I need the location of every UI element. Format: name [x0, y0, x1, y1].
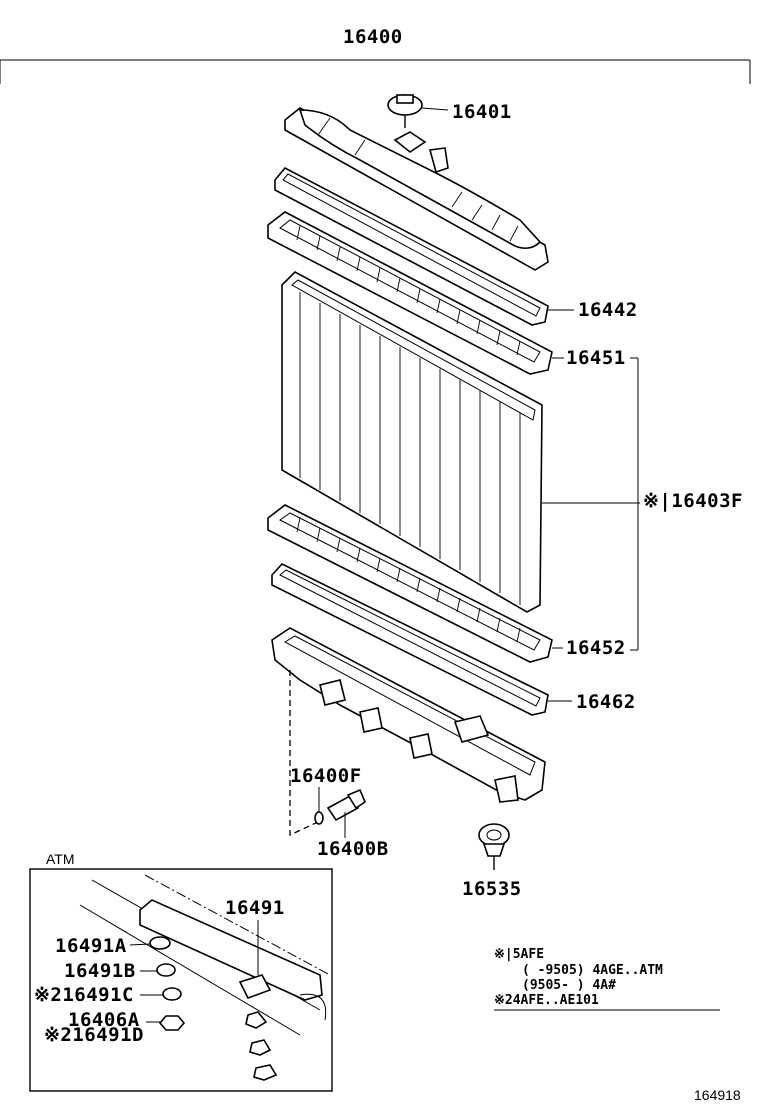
atm-title: ATM — [46, 851, 75, 867]
note-line-1: ※|5AFE — [494, 947, 544, 962]
lower-packing-label: 16462 — [576, 691, 636, 713]
atm-inset-frame — [29, 868, 333, 1092]
cap-leader — [421, 107, 449, 111]
radiator-cap — [387, 94, 423, 128]
plate-bracket — [630, 357, 639, 651]
note-line-3: (9505- ) 4A# — [522, 978, 616, 993]
drain-dashed-line — [289, 670, 319, 837]
atm-nut-label: 16406A — [68, 1009, 140, 1031]
bottom-cap-label: 16535 — [462, 878, 522, 900]
drain-gasket — [314, 811, 324, 825]
atm-c-label: ※216491C — [34, 984, 134, 1006]
notes-block: ※|5AFE ( -9505) 4AGE..ATM (9505- ) 4A# ※… — [494, 947, 720, 1011]
atm-b-label: 16491B — [64, 960, 136, 982]
figure-number: 164918 — [694, 1087, 741, 1103]
radiator-core — [281, 271, 543, 613]
assembly-label: 16400 — [343, 26, 403, 48]
cap-label: 16401 — [452, 101, 512, 123]
note-line-2: ( -9505) 4AGE..ATM — [522, 963, 663, 978]
atm-a-label: 16491A — [55, 935, 127, 957]
upper-plate — [267, 211, 553, 375]
lower-tank — [271, 627, 546, 803]
atm-d-label: ※216491D — [44, 1024, 144, 1046]
assembly-bracket — [0, 59, 751, 84]
drain-cock-label: 16400B — [317, 838, 389, 860]
bottom-cap — [478, 823, 510, 870]
atm-hardware — [149, 936, 278, 1081]
drain-cock — [326, 788, 366, 822]
drain-gasket-label: 16400F — [290, 765, 362, 787]
upper-plate-label: 16451 — [566, 347, 626, 369]
atm-a-leader — [129, 943, 151, 946]
lower-plate — [267, 504, 553, 663]
core-label: ※|16403F — [643, 490, 743, 512]
atm-pipe-label: 16491 — [225, 897, 285, 919]
note-line-4: ※24AFE..AE101 — [494, 993, 599, 1008]
upper-packing-label: 16442 — [578, 299, 638, 321]
upper-tank — [284, 107, 549, 271]
lower-plate-label: 16452 — [566, 637, 626, 659]
atm-cooler-pipe — [79, 874, 331, 1036]
